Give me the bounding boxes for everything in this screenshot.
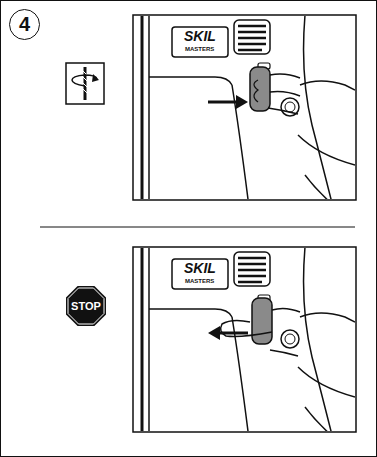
brand-logo: SKIL [184, 261, 216, 275]
callout-number: 4 [19, 13, 30, 36]
stop-sign: STOP [66, 286, 106, 326]
brand-subtitle: MASTERS [185, 278, 214, 284]
stop-text: STOP [71, 300, 101, 312]
brand-subtitle: MASTERS [185, 46, 214, 52]
callout-circle: 4 [9, 9, 40, 40]
brand-logo: SKIL [184, 29, 216, 43]
